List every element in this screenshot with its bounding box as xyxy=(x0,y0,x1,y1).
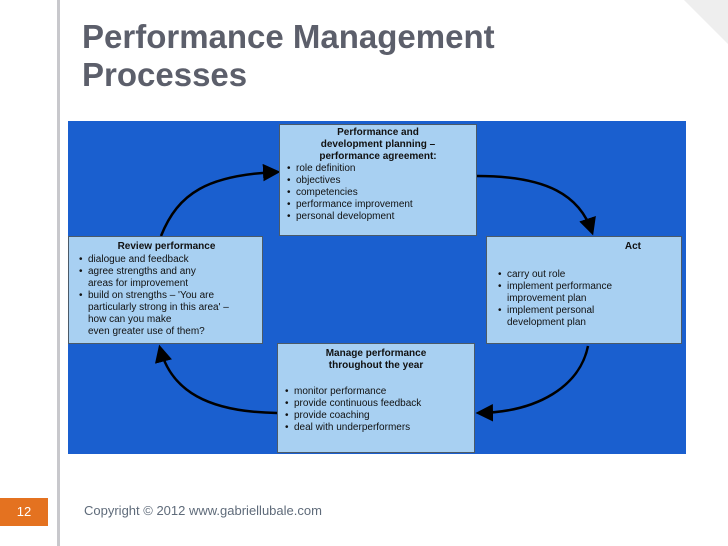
list-item-line: carry out role xyxy=(507,269,566,280)
list-item-line: build on strengths – 'You are xyxy=(88,290,215,301)
arrow-right-bottom xyxy=(475,345,590,422)
list-item: build on strengths – 'You are particular… xyxy=(79,290,257,338)
list-item-line: improvement plan xyxy=(507,293,587,304)
list-item: carry out role xyxy=(498,269,673,281)
list-item: personal development xyxy=(287,211,472,223)
left-rule xyxy=(57,0,60,546)
manage-list: monitor performance provide continuous f… xyxy=(282,386,470,434)
planning-heading-line: Performance and xyxy=(337,127,419,138)
list-item-line: implement performance xyxy=(507,281,613,292)
list-item: provide coaching xyxy=(285,410,470,422)
list-item: agree strengths and any areas for improv… xyxy=(79,266,257,290)
list-item: provide continuous feedback xyxy=(285,398,470,410)
review-box: Review performance dialogue and feedback… xyxy=(68,236,263,344)
diagram-panel: Performance and development planning – p… xyxy=(68,121,686,454)
list-item: implement personal development plan xyxy=(498,305,673,329)
list-item-line: particularly strong in this area' – xyxy=(88,302,229,313)
act-heading: Act xyxy=(624,241,641,252)
arrow-bottom-left xyxy=(155,344,278,415)
list-item-line: areas for improvement xyxy=(88,278,189,289)
list-item-line: agree strengths and any xyxy=(88,266,196,277)
slide-number-badge: 12 xyxy=(0,498,48,526)
cycle-arrows xyxy=(155,163,596,422)
list-item: monitor performance xyxy=(285,386,470,398)
list-item: dialogue and feedback xyxy=(79,254,257,266)
title-line-1: Performance Management xyxy=(82,18,495,55)
list-item: competencies xyxy=(287,187,472,199)
review-list: dialogue and feedback agree strengths an… xyxy=(76,254,257,338)
planning-box: Performance and development planning – p… xyxy=(279,124,477,236)
list-item: role definition xyxy=(287,163,472,175)
manage-box: Manage performance throughout the year m… xyxy=(277,343,475,453)
manage-heading-line: throughout the year xyxy=(328,360,424,371)
list-item-line: dialogue and feedback xyxy=(88,254,189,265)
list-item-line: how can you make xyxy=(88,314,172,325)
list-item: deal with underperformers xyxy=(285,422,470,434)
arrow-top-right xyxy=(476,174,596,236)
list-item: performance improvement xyxy=(287,199,472,211)
list-item-line: development plan xyxy=(507,317,586,328)
list-item-line: even greater use of them? xyxy=(88,326,205,337)
planning-heading: Performance and development planning – p… xyxy=(284,127,472,163)
planning-heading-line: development planning – xyxy=(320,139,436,150)
slide-title: Performance Management Processes xyxy=(82,18,642,94)
list-item: objectives xyxy=(287,175,472,187)
planning-heading-line: performance agreement: xyxy=(319,151,437,162)
manage-heading-line: Manage performance xyxy=(325,348,427,359)
title-line-2: Processes xyxy=(82,56,248,93)
act-list: carry out role implement performance imp… xyxy=(495,269,673,329)
copyright-footer: Copyright © 2012 www.gabriellubale.com xyxy=(84,503,322,518)
arrow-left-top xyxy=(159,163,281,237)
list-item: implement performance improvement plan xyxy=(498,281,673,305)
act-box: Act carry out role implement performance… xyxy=(486,236,682,344)
manage-heading: Manage performance throughout the year xyxy=(282,348,470,372)
review-heading: Review performance xyxy=(117,241,216,252)
planning-list: role definition objectives competencies … xyxy=(284,163,472,223)
corner-decoration xyxy=(684,0,728,44)
list-item-line: implement personal xyxy=(507,305,595,316)
